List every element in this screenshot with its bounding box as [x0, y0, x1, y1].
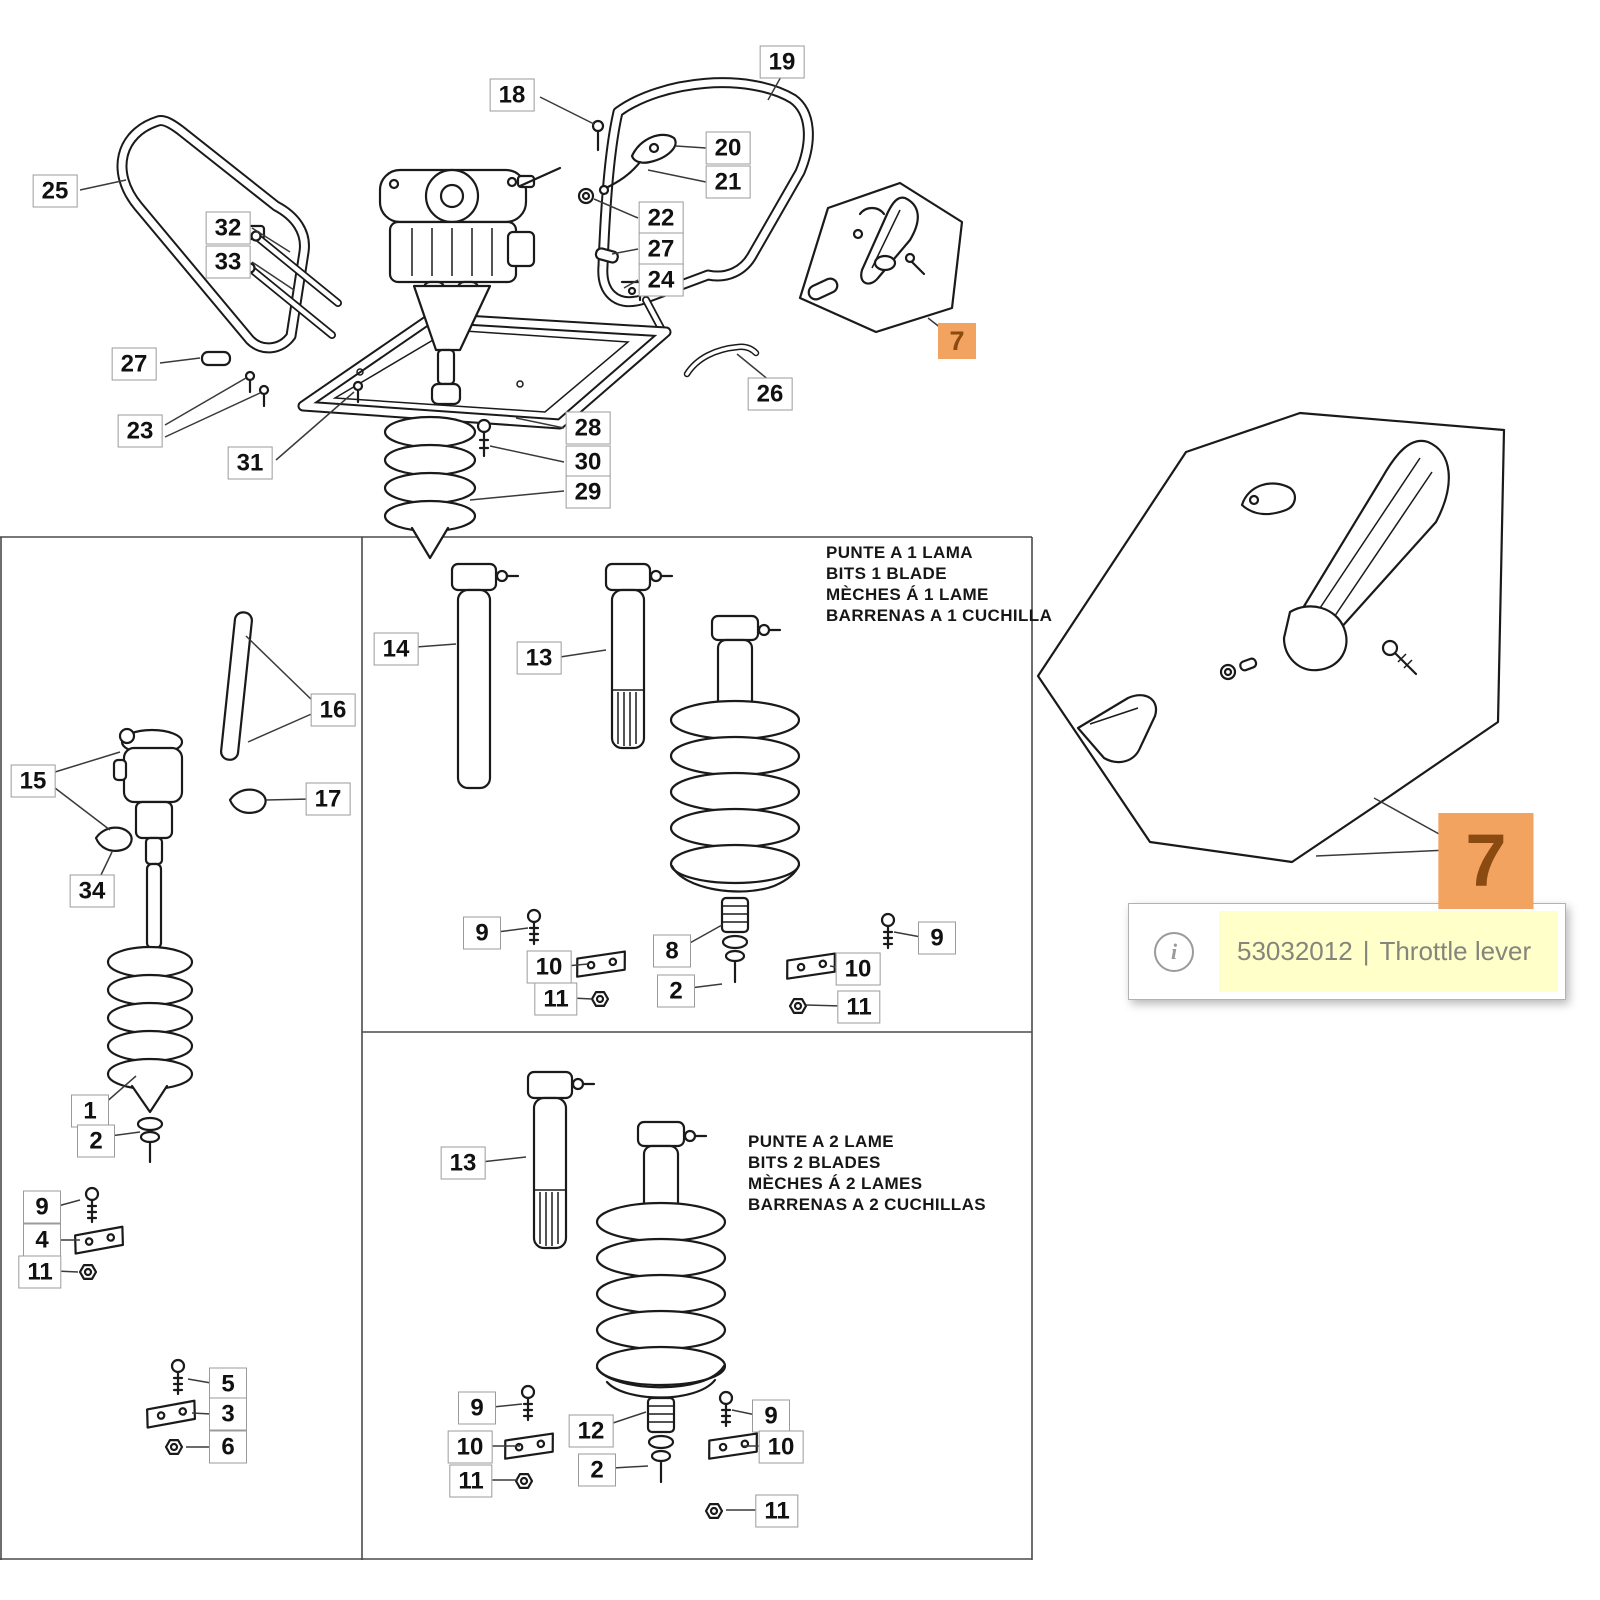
part-label-11[interactable]: 11: [837, 990, 881, 1024]
part-label-14[interactable]: 14: [373, 632, 419, 666]
gear-head-drawing: [112, 727, 184, 950]
part-label-25[interactable]: 25: [32, 174, 78, 208]
part-label-11[interactable]: 11: [449, 1464, 493, 1498]
part-label-9[interactable]: 9: [23, 1190, 61, 1224]
section-borders: [0, 536, 1033, 1560]
part-label-6[interactable]: 6: [209, 1430, 247, 1464]
part-number: 53032012: [1237, 936, 1353, 966]
part-label-27[interactable]: 27: [638, 232, 684, 266]
part-tooltip: i 53032012 | Throttle lever: [1128, 903, 1566, 1000]
part-label-34[interactable]: 34: [69, 874, 115, 908]
part-label-10[interactable]: 10: [758, 1430, 804, 1464]
part-label-13[interactable]: 13: [440, 1146, 486, 1180]
part-label-22[interactable]: 22: [638, 201, 684, 235]
frame-drawing: [303, 318, 666, 424]
part-label-33[interactable]: 33: [205, 245, 251, 279]
part-label-5[interactable]: 5: [209, 1367, 247, 1401]
part-label-30[interactable]: 30: [565, 445, 611, 479]
part-label-9[interactable]: 9: [918, 921, 956, 955]
bits-1-blade-caption: PUNTE A 1 LAMA BITS 1 BLADE MÈCHES Á 1 L…: [826, 542, 1052, 626]
part-label-2[interactable]: 2: [578, 1453, 616, 1487]
part-label-9[interactable]: 9: [752, 1399, 790, 1433]
main-assembly-drawing: [122, 83, 964, 560]
part-label-13[interactable]: 13: [516, 641, 562, 675]
machine-auger-drawing: [383, 415, 477, 560]
part-label-27[interactable]: 27: [111, 347, 157, 381]
part-label-8[interactable]: 8: [653, 934, 691, 968]
left-hardware-drawing: [71, 1186, 199, 1456]
two-blade-auger-drawing: [595, 1120, 727, 1484]
part-label-16[interactable]: 16: [310, 693, 356, 727]
part-label-9[interactable]: 9: [463, 916, 501, 950]
two-blade-section-drawing: [501, 1070, 761, 1520]
part-label-3[interactable]: 3: [209, 1397, 247, 1431]
part-label-2[interactable]: 2: [657, 974, 695, 1008]
caption-line: MÈCHES Á 2 LAMES: [748, 1174, 923, 1193]
part-label-17[interactable]: 17: [305, 782, 351, 816]
part-label-18[interactable]: 18: [489, 78, 535, 112]
part-label-11[interactable]: 11: [534, 982, 578, 1016]
tooltip-text: 53032012 | Throttle lever: [1219, 911, 1558, 992]
splined-shaft-13-drawing: [604, 562, 674, 750]
one-blade-auger-drawing: [669, 614, 801, 984]
part-label-20[interactable]: 20: [705, 131, 751, 165]
part-label-7[interactable]: 7: [938, 323, 976, 359]
top-small-parts-drawing: [200, 119, 677, 458]
caption-line: BARRENAS A 2 CUCHILLAS: [748, 1195, 986, 1214]
caption-line: PUNTE A 1 LAMA: [826, 543, 973, 562]
part-label-21[interactable]: 21: [705, 165, 751, 199]
part-label-29[interactable]: 29: [565, 475, 611, 509]
part-label-9[interactable]: 9: [458, 1391, 496, 1425]
caption-line: BITS 1 BLADE: [826, 564, 947, 583]
shaft-14-drawing: [450, 562, 520, 790]
bits-2-blades-caption: PUNTE A 2 LAME BITS 2 BLADES MÈCHES Á 2 …: [748, 1131, 986, 1215]
extension-rod-drawing: [220, 611, 253, 761]
part-label-24[interactable]: 24: [638, 263, 684, 297]
leader-lines: [54, 74, 1451, 1511]
part-label-2[interactable]: 2: [77, 1124, 115, 1158]
left-auger-drawing: [106, 945, 194, 1164]
splined-shaft-13b-drawing: [526, 1070, 596, 1250]
throttle-lever-detail-drawing: [1036, 411, 1506, 864]
caption-line: BITS 2 BLADES: [748, 1153, 881, 1172]
part-label-7[interactable]: 7: [1438, 813, 1534, 909]
caption-line: BARRENAS A 1 CUCHILLA: [826, 606, 1053, 625]
caption-line: PUNTE A 2 LAME: [748, 1132, 895, 1151]
part-label-10[interactable]: 10: [526, 950, 572, 984]
clamp-17-drawing: [228, 788, 267, 814]
part-label-23[interactable]: 23: [117, 414, 163, 448]
throttle-lever-small-drawing: [798, 181, 964, 334]
part-label-19[interactable]: 19: [759, 45, 805, 79]
part-label-31[interactable]: 31: [227, 446, 273, 480]
info-icon-glyph: i: [1154, 931, 1194, 972]
part-label-10[interactable]: 10: [447, 1430, 493, 1464]
part-label-26[interactable]: 26: [747, 377, 793, 411]
two-blade-hardware-drawing: [501, 1384, 761, 1520]
left-column-drawing: [71, 611, 267, 1456]
part-label-15[interactable]: 15: [10, 764, 56, 798]
info-icon: i: [1129, 931, 1219, 972]
caption-line: MÈCHES Á 1 LAME: [826, 585, 989, 604]
part-label-12[interactable]: 12: [568, 1414, 614, 1448]
part-label-1[interactable]: 1: [71, 1094, 109, 1128]
part-label-28[interactable]: 28: [565, 411, 611, 445]
part-label-10[interactable]: 10: [835, 952, 881, 986]
part-name: Throttle lever: [1379, 936, 1532, 966]
part-label-4[interactable]: 4: [23, 1223, 61, 1257]
part-label-32[interactable]: 32: [205, 211, 251, 245]
separator: |: [1362, 936, 1370, 966]
one-blade-section-drawing: [450, 562, 896, 1015]
part-label-11[interactable]: 11: [755, 1494, 799, 1528]
engine-drawing: [378, 166, 562, 406]
part-label-11[interactable]: 11: [18, 1255, 62, 1289]
clamp-34-drawing: [94, 826, 133, 852]
